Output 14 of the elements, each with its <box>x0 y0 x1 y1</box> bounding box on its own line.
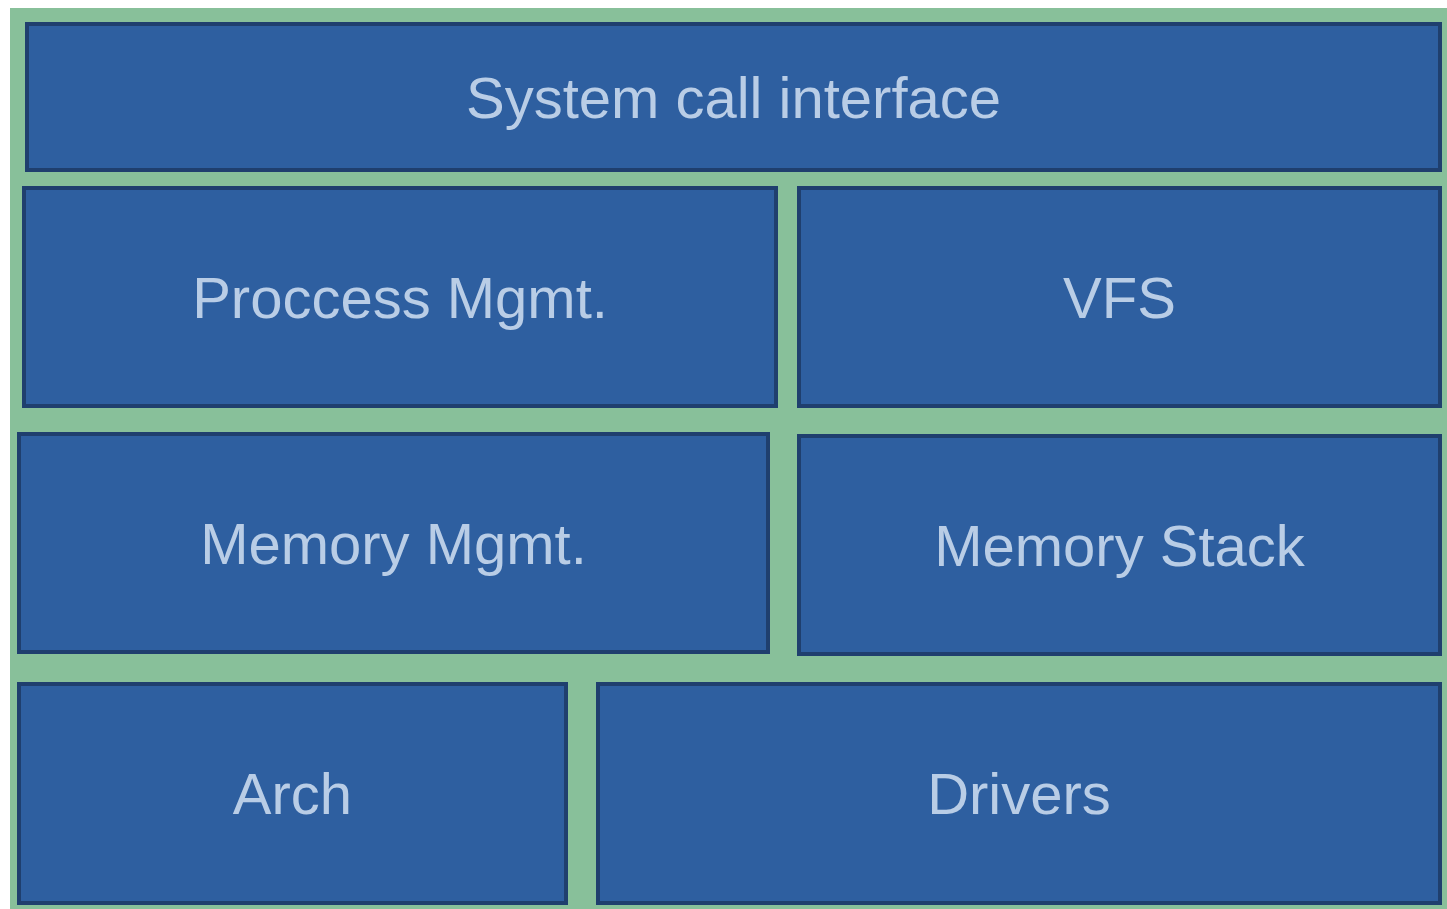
layer-box <box>22 186 778 408</box>
layer-box <box>797 434 1442 656</box>
layer-box <box>25 22 1442 172</box>
layer-label: Arch <box>232 760 353 827</box>
layer-box <box>17 682 568 905</box>
layer-label: VFS <box>1063 263 1176 331</box>
layer-label: Memory Mgmt. <box>200 509 587 577</box>
layer-label: Proccess Mgmt. <box>192 263 608 331</box>
layer-label: System call interface <box>465 63 1002 131</box>
layer-label: Memory Stack <box>934 511 1305 579</box>
layer-label: Drivers <box>927 760 1111 827</box>
layer-box <box>17 432 770 654</box>
layer-box <box>596 682 1442 905</box>
layer-box <box>797 186 1442 408</box>
